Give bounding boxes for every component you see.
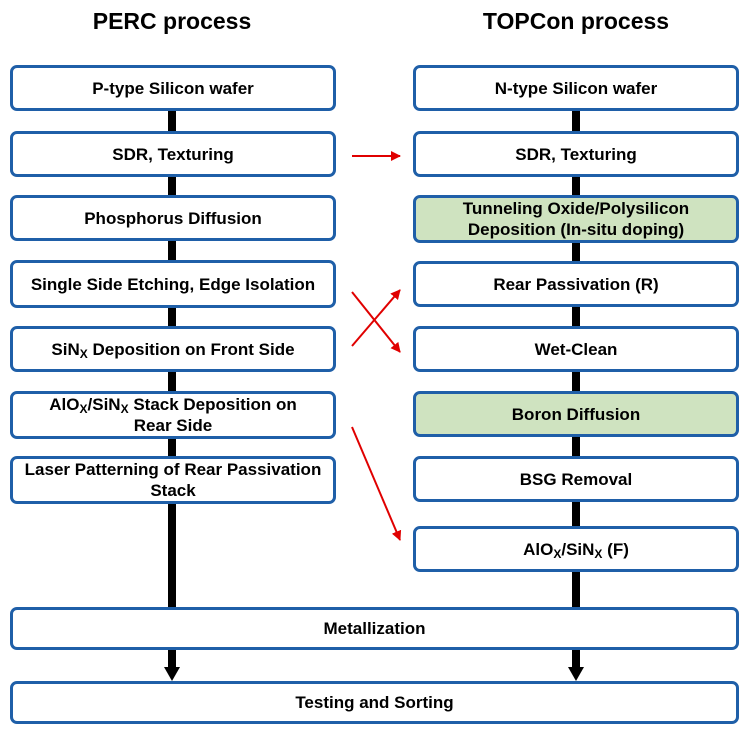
topcon-flow-line-lower	[572, 649, 580, 669]
perc-step-label: SiNX Deposition on Front Side	[51, 339, 295, 361]
topcon-step-label: N-type Silicon wafer	[494, 78, 658, 98]
topcon-step-texturing: SDR, Texturing	[413, 131, 739, 177]
arrow-edge-isolation-to-wet-clean	[351, 291, 401, 353]
perc-down-arrowhead	[164, 667, 180, 681]
perc-step-phosphorus-diffusion: Phosphorus Diffusion	[10, 195, 336, 241]
topcon-step-label: Wet-Clean	[534, 339, 618, 359]
topcon-title: TOPCon process	[482, 8, 670, 34]
perc-step-texturing: SDR, Texturing	[10, 131, 336, 177]
shared-step-metallization: Metallization	[10, 607, 739, 650]
arrow-sinx-to-rear-passivation	[351, 289, 401, 347]
topcon-step-label: AlOX/SiNX (F)	[523, 539, 629, 561]
topcon-down-arrowhead	[568, 667, 584, 681]
perc-flow-line-lower	[168, 649, 176, 669]
topcon-step-label: SDR, Texturing	[515, 144, 637, 164]
perc-step-label: Laser Patterning of Rear Passivation Sta…	[24, 460, 322, 500]
topcon-step-tunneling-oxide: Tunneling Oxide/Polysilicon Deposition (…	[413, 195, 739, 243]
shared-step-label: Metallization	[323, 619, 426, 638]
perc-step-wafer: P-type Silicon wafer	[10, 65, 336, 111]
arrow-alox-to-alox	[351, 426, 402, 541]
perc-step-label: P-type Silicon wafer	[92, 78, 254, 98]
perc-title: PERC process	[92, 8, 252, 34]
perc-step-sinx-front: SiNX Deposition on Front Side	[10, 326, 336, 372]
shared-step-label: Testing and Sorting	[295, 693, 454, 712]
perc-step-label: Phosphorus Diffusion	[84, 208, 262, 228]
shared-step-testing-sorting: Testing and Sorting	[10, 681, 739, 724]
perc-step-label: SDR, Texturing	[112, 144, 234, 164]
topcon-step-label: Boron Diffusion	[511, 404, 641, 424]
perc-step-edge-isolation: Single Side Etching, Edge Isolation	[10, 260, 336, 308]
perc-step-laser-patterning: Laser Patterning of Rear Passivation Sta…	[10, 456, 336, 504]
topcon-step-rear-passivation: Rear Passivation (R)	[413, 261, 739, 307]
topcon-step-bsg-removal: BSG Removal	[413, 456, 739, 502]
topcon-step-label: Tunneling Oxide/Polysilicon Deposition (…	[462, 199, 690, 239]
topcon-step-wafer: N-type Silicon wafer	[413, 65, 739, 111]
topcon-step-wet-clean: Wet-Clean	[413, 326, 739, 372]
perc-step-label: Single Side Etching, Edge Isolation	[30, 274, 316, 294]
topcon-step-label: BSG Removal	[519, 469, 633, 489]
topcon-step-alox-sinx-front: AlOX/SiNX (F)	[413, 526, 739, 572]
topcon-step-label: Rear Passivation (R)	[493, 274, 659, 294]
topcon-step-boron-diffusion: Boron Diffusion	[413, 391, 739, 437]
